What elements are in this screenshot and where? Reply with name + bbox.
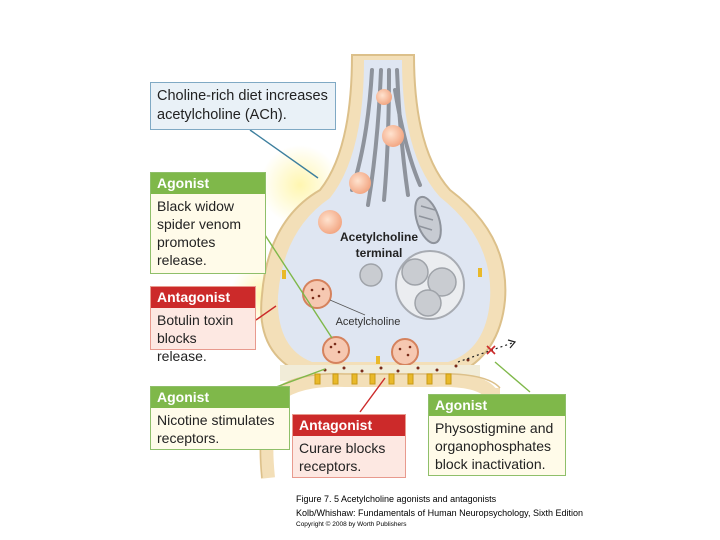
nicotine-callout: Agonist Nicotine stimulates receptors. [150,386,290,450]
receptors [314,373,452,385]
synthesis-vesicles [318,89,404,234]
physostigmine-callout: Agonist Physostigmine and organophosphat… [428,394,566,476]
storage-vesicles [359,250,465,320]
black-widow-header: Agonist [151,173,265,194]
black-widow-callout: Agonist Black widow spider venom promote… [150,172,266,274]
source-text: Kolb/Whishaw: Fundamentals of Human Neur… [296,508,583,518]
nicotine-header: Agonist [151,387,289,408]
figure-title: Figure 7. 5 Acetylcholine agonists and a… [296,494,497,504]
copyright-line: Copyright © 2008 by Worth Publishers [296,521,407,528]
terminal-label-line1: Acetylcholine [340,230,418,244]
botulin-text: Botulin toxin blocks release. [157,312,234,364]
choline-callout: Choline-rich diet increases acetylcholin… [150,82,336,130]
pointer-lines [249,129,531,413]
copyright-text: Copyright © 2008 by Worth Publishers [296,521,407,528]
nicotine-text: Nicotine stimulates receptors. [157,412,275,446]
released-ach [323,358,470,373]
curare-text: Curare blocks receptors. [299,440,386,474]
botulin-header: Antagonist [151,287,255,308]
acetylcholine-vesicle-label: Acetylcholine [336,316,401,328]
choline-callout-text: Choline-rich diet increases acetylcholin… [157,88,328,123]
physostigmine-text: Physostigmine and organophosphates block… [435,420,554,472]
membrane-markers [282,268,482,364]
curare-header: Antagonist [293,415,405,436]
source-line: Kolb/Whishaw: Fundamentals of Human Neur… [296,508,583,518]
curare-callout: Antagonist Curare blocks receptors. [292,414,406,478]
black-widow-text: Black widow spider venom promotes releas… [157,198,242,268]
mitochondrion [414,195,442,245]
physostigmine-header: Agonist [429,395,565,416]
figure-caption: Figure 7. 5 Acetylcholine agonists and a… [296,494,496,504]
inactivation-arrow [457,339,517,363]
terminal-label-line2: terminal [356,246,403,260]
botulin-callout: Antagonist Botulin toxin blocks release. [150,286,256,364]
